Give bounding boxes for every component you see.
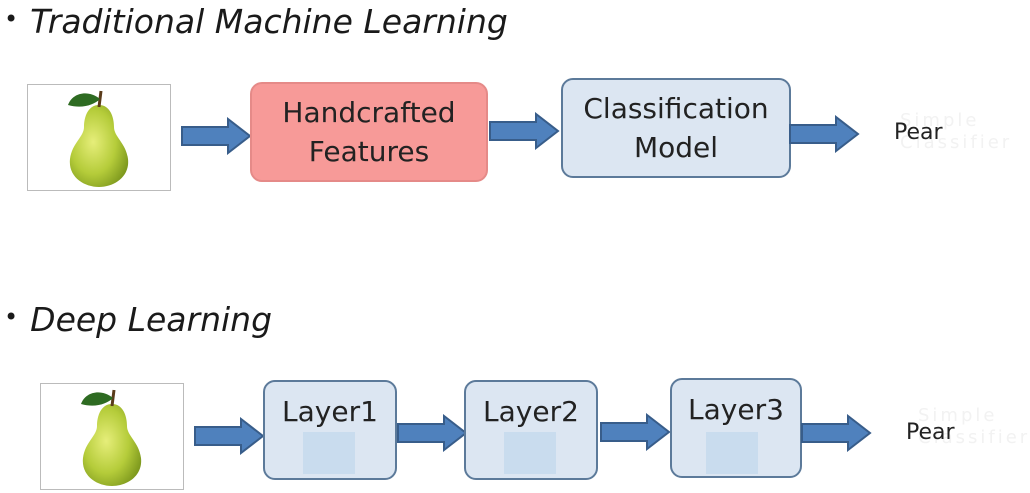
ghost-text-traditional: Simple Classifier xyxy=(900,110,1012,153)
arrow-right-icon xyxy=(789,115,860,153)
layer1-label: Layer1 xyxy=(282,395,378,428)
layer3-box: Layer3 xyxy=(670,378,802,478)
ghost-line1: Simple xyxy=(900,110,980,131)
pear-image-deep xyxy=(40,383,184,490)
ghost-line2: Classifier xyxy=(900,131,1013,153)
classification-model-box: Classification Model xyxy=(561,78,791,178)
arrow-right-icon xyxy=(489,112,560,150)
pear-icon xyxy=(68,90,129,187)
model-label-line1: Classification xyxy=(583,91,769,125)
handcrafted-features-box: Handcrafted Features xyxy=(250,82,488,182)
layer3-inner-block xyxy=(706,432,758,474)
model-label-line2: Model xyxy=(633,131,719,164)
layer3-label: Layer3 xyxy=(688,393,784,426)
arrow-right-icon xyxy=(194,417,265,455)
layer1-box: Layer1 xyxy=(263,380,397,480)
arrow-right-icon xyxy=(397,414,468,452)
ghost-line1: Simple xyxy=(918,405,998,426)
arrow-right-icon xyxy=(801,414,872,452)
bullet-icon: • xyxy=(4,303,19,331)
output-label-traditional: Pear xyxy=(894,120,943,145)
ghost-text-deep: Simple Classifier xyxy=(918,405,1030,448)
features-label-line1: Handcrafted xyxy=(282,95,456,129)
heading-deep-text: Deep Learning xyxy=(30,300,273,339)
pear-icon xyxy=(81,389,142,486)
layer2-inner-block xyxy=(504,432,556,474)
features-label-line2: Features xyxy=(308,135,430,168)
heading-traditional: • Traditional Machine Learning xyxy=(4,2,508,41)
bullet-icon: • xyxy=(4,5,19,33)
layer1-inner-block xyxy=(303,432,355,474)
output-label-deep: Pear xyxy=(906,420,955,445)
ghost-line2: Classifier xyxy=(918,426,1030,448)
layer2-label: Layer2 xyxy=(483,395,579,428)
heading-traditional-text: Traditional Machine Learning xyxy=(30,2,508,41)
pear-image-traditional xyxy=(27,84,171,191)
layer2-box: Layer2 xyxy=(464,380,598,480)
arrow-right-icon xyxy=(600,413,671,451)
arrow-right-icon xyxy=(181,117,252,155)
heading-deep: • Deep Learning xyxy=(4,300,272,339)
